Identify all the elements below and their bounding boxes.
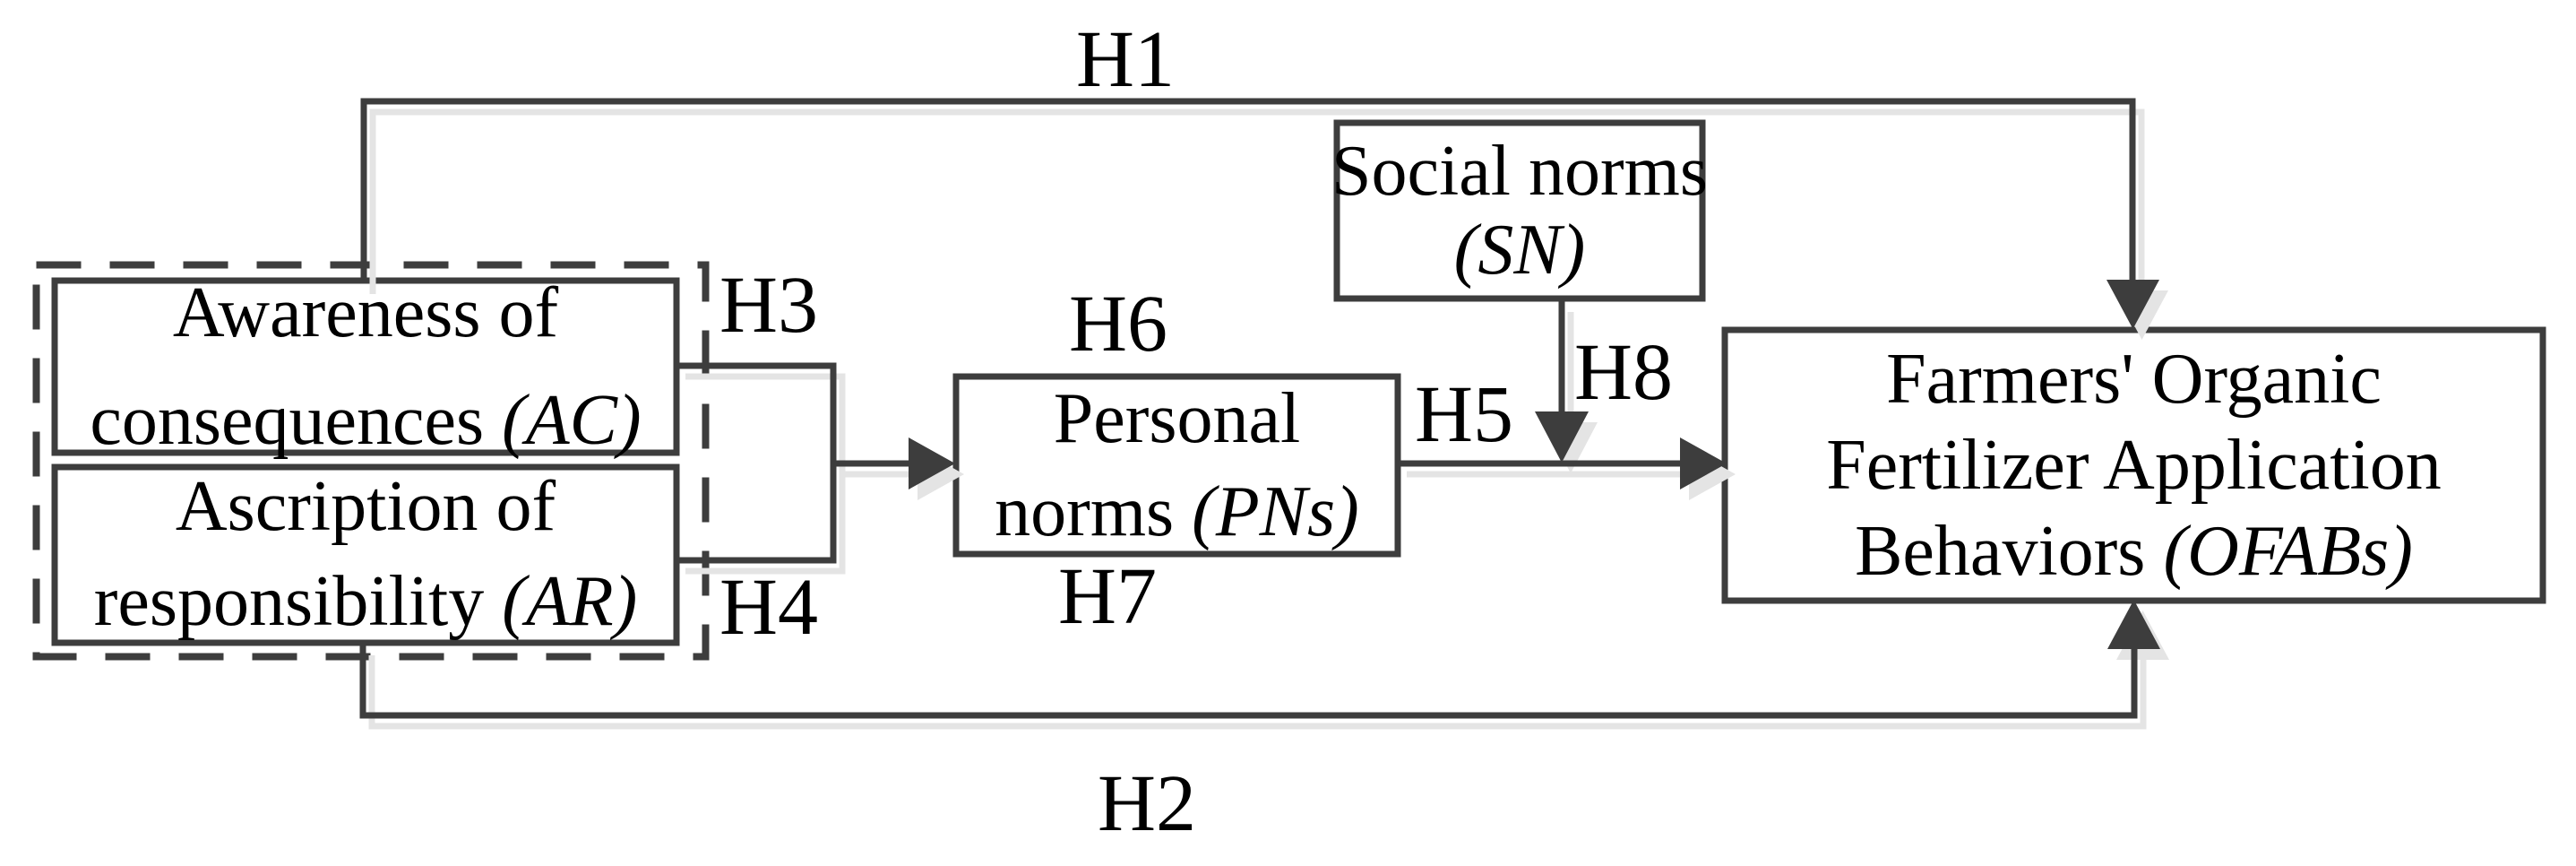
box-personal-norms: Personal norms (PNs) <box>956 377 1398 554</box>
hypothesis-label-h6: H6 <box>1069 280 1167 368</box>
social-norms-line1: Social norms <box>1331 132 1708 211</box>
hypothesis-label-h4: H4 <box>719 563 818 652</box>
behaviors-line3: Behaviors (OFABs) <box>1855 512 2413 591</box>
box-ascription-of-responsibility: Ascription of responsibility (AR) <box>55 467 676 643</box>
awareness-abbr: (AC) <box>502 381 642 460</box>
personal-norms-line1: Personal <box>1053 379 1301 458</box>
ascription-box-rect <box>51 463 680 646</box>
box-social-norms: Social norms (SN) <box>1331 123 1708 299</box>
awareness-line1: Awareness of <box>172 273 559 352</box>
ascription-line2: responsibility (AR) <box>93 562 638 641</box>
box-farmers-organic-fertilizer-application-behaviors: Farmers' Organic Fertilizer Application … <box>1725 330 2543 601</box>
hypothesis-label-h7: H7 <box>1058 552 1157 641</box>
behaviors-abbr: (OFABs) <box>2163 512 2413 591</box>
hypothesis-label-h5: H5 <box>1415 370 1513 459</box>
box-awareness-of-consequences: Awareness of consequences (AC) <box>55 273 676 460</box>
hypothesis-label-h3: H3 <box>719 261 818 350</box>
ascription-line1: Ascription of <box>175 467 556 547</box>
social-norms-abbr: (SN) <box>1453 211 1586 290</box>
awareness-line2: consequences (AC) <box>90 381 642 460</box>
personal-norms-abbr: (PNs) <box>1192 472 1359 551</box>
behaviors-line2: Fertilizer Application <box>1826 426 2442 505</box>
hypothesis-label-h2: H2 <box>1098 759 1196 848</box>
social-norms-box-rect <box>1333 119 1706 302</box>
behaviors-line1: Farmers' Organic <box>1886 340 2382 419</box>
hypothesis-label-h1: H1 <box>1076 15 1175 104</box>
personal-norms-line2: norms (PNs) <box>995 472 1359 551</box>
hypothesis-label-h8: H8 <box>1574 328 1673 417</box>
ascription-abbr: (AR) <box>502 562 638 641</box>
